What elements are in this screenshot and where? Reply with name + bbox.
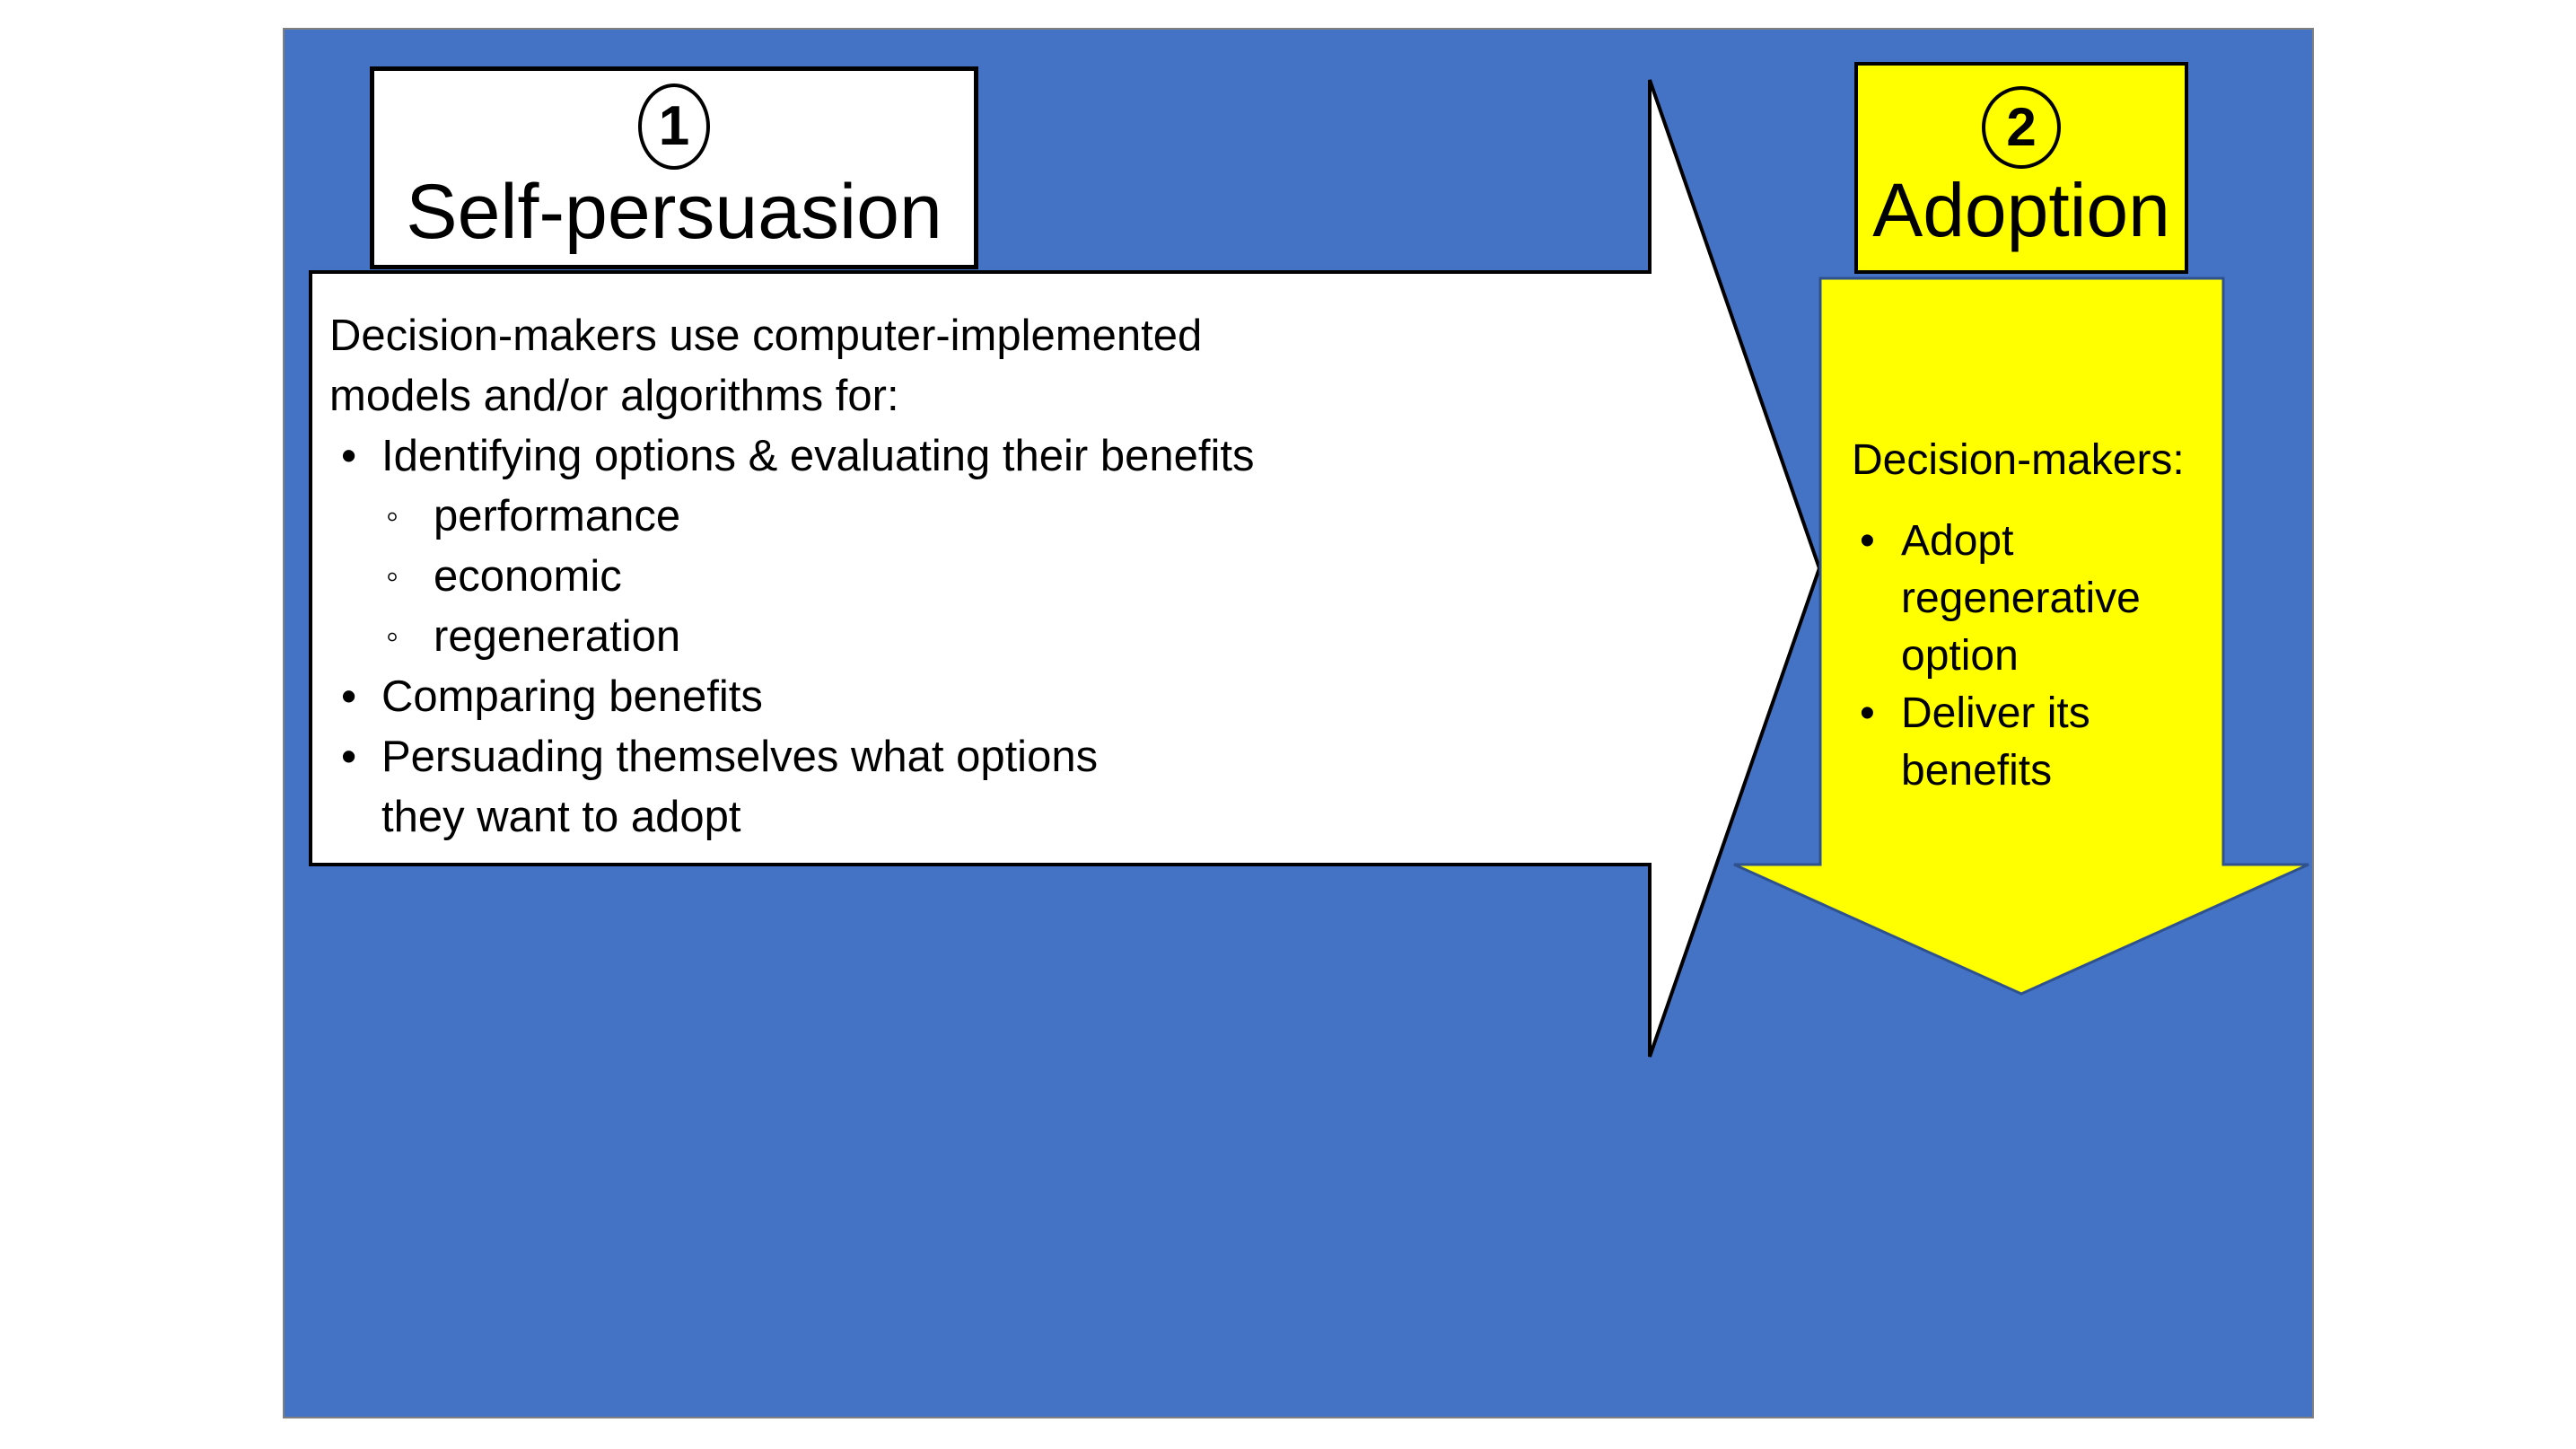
main-box-line: ◦ regeneration <box>329 607 1658 667</box>
adoption-arrow-shape <box>1733 277 2309 996</box>
line-text: Decision-makers use computer-implemented <box>329 312 1203 360</box>
bullet-marker: • <box>1860 517 1875 565</box>
main-box-line: models and/or algorithms for: <box>329 366 1658 426</box>
circle-bullet-marker: ◦ <box>386 496 399 536</box>
line-text: Comparing benefits <box>381 672 763 721</box>
main-box-line: ◦ performance <box>329 487 1658 547</box>
main-box-line: • Identifying options & evaluating their … <box>329 426 1658 487</box>
main-box-line: • Persuading themselves what options <box>329 727 1658 787</box>
line-text: models and/or algorithms for: <box>329 372 899 420</box>
bullet-marker: • <box>341 672 357 721</box>
adoption-line: • Deliver its <box>1852 685 2214 742</box>
circle-bullet-marker: ◦ <box>386 557 399 596</box>
adoption-line: regenerative <box>1852 570 2214 628</box>
step1-header-box: 1 Self-persuasion <box>370 66 978 269</box>
line-text: performance <box>434 492 681 540</box>
main-box-line: ◦ economic <box>329 547 1658 607</box>
adoption-line: benefits <box>1852 742 2214 800</box>
main-box-line: they want to adopt <box>329 787 1658 847</box>
adoption-text-block: Decision-makers: • Adopt regenerative opt… <box>1852 432 2214 800</box>
step2-number: 2 <box>2006 97 2037 158</box>
adoption-line: option <box>1852 628 2214 685</box>
main-box-line: • Comparing benefits <box>329 667 1658 727</box>
adoption-line: • Adopt <box>1852 513 2214 570</box>
step1-title: Self-persuasion <box>406 169 942 256</box>
line-text: regeneration <box>434 612 681 661</box>
adoption-line: Decision-makers: <box>1852 432 2214 489</box>
circle-bullet-marker: ◦ <box>386 617 399 656</box>
line-text: Persuading themselves what options <box>381 733 1099 781</box>
line-text: they want to adopt <box>381 793 741 841</box>
line-text: Deliver its <box>1901 689 2090 737</box>
line-text: option <box>1901 632 2019 680</box>
line-text: benefits <box>1901 747 2053 795</box>
step2-header-box: 2 Adoption <box>1854 62 2188 274</box>
line-text: Adopt <box>1901 517 2014 565</box>
bullet-marker: • <box>341 432 357 480</box>
line-text: Decision-makers: <box>1852 436 2185 484</box>
step2-number-badge: 2 <box>1982 86 2061 170</box>
step1-number: 1 <box>658 95 690 158</box>
bullet-marker: • <box>341 733 357 781</box>
line-text: regenerative <box>1901 575 2141 622</box>
main-box-line: Decision-makers use computer-implemented <box>329 306 1658 366</box>
self-persuasion-arrow-shape <box>309 79 1822 1058</box>
step2-title: Adoption <box>1872 168 2170 253</box>
line-text: Identifying options & evaluating their b… <box>381 432 1255 480</box>
line-text: economic <box>434 552 622 601</box>
self-persuasion-text-block: Decision-makers use computer-implemented… <box>329 306 1658 847</box>
step1-number-badge: 1 <box>638 83 710 171</box>
bullet-marker: • <box>1860 689 1875 737</box>
